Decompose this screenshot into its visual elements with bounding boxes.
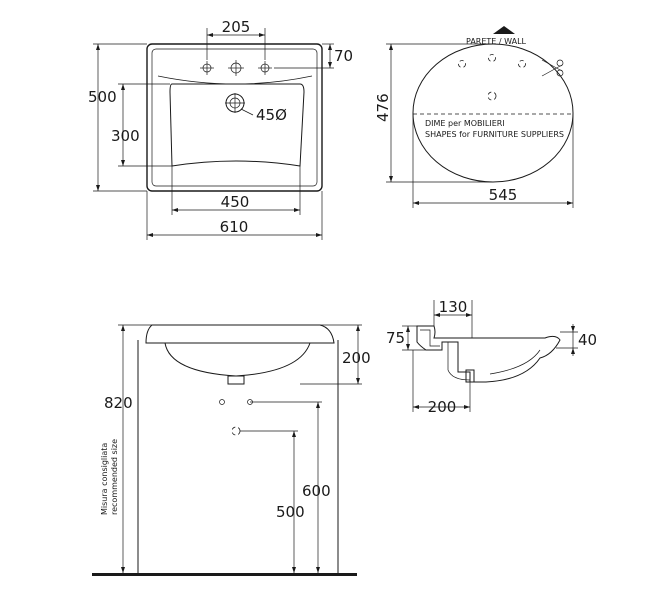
template-tap-hole-center bbox=[488, 54, 496, 62]
dim-template-height-label: 476 bbox=[374, 93, 392, 122]
dim-total-width-label: 610 bbox=[220, 218, 249, 236]
dim-template-width-label: 545 bbox=[489, 186, 518, 204]
template-tap-hole-left bbox=[458, 60, 466, 68]
dim-basin-height-label: 200 bbox=[342, 349, 371, 367]
dim-bowl-width-label: 450 bbox=[221, 193, 250, 211]
section-view: 130 75 40 200 bbox=[386, 298, 597, 416]
dim-75-label: 75 bbox=[386, 329, 405, 347]
template-label-line2: SHAPES for FURNITURE SUPPLIERS bbox=[425, 130, 564, 139]
dim-depth-total-label: 500 bbox=[88, 88, 117, 106]
template-view: PARETE / WALL DIME per MOBILIERI SHAPES … bbox=[374, 26, 574, 208]
water-supply-left bbox=[219, 399, 225, 405]
dim-drain-height-label: 500 bbox=[276, 503, 305, 521]
basin-drain-outlet bbox=[227, 375, 245, 385]
bowl-outline bbox=[169, 83, 305, 167]
basin-inner-rim bbox=[151, 48, 318, 187]
dim-total-height-label: 820 bbox=[104, 394, 133, 412]
template-label-line1: DIME per MOBILIERI bbox=[425, 119, 505, 128]
recommended-size-note-line1: Misura consigliata bbox=[100, 443, 109, 515]
dim-drain-label: 45Ø bbox=[256, 106, 287, 124]
tap-hole-center bbox=[228, 60, 244, 76]
wall-label: PARETE / WALL bbox=[466, 37, 527, 46]
basin-section-profile bbox=[416, 325, 561, 383]
template-ellipse bbox=[412, 43, 574, 183]
template-tap-hole-right bbox=[518, 60, 526, 68]
wall-arrow-icon bbox=[493, 26, 515, 34]
basin-rim-front bbox=[145, 324, 335, 344]
top-view: 45Ø 205 70 500 300 450 bbox=[88, 18, 353, 240]
scissors-icon bbox=[541, 59, 564, 77]
dim-130-label: 130 bbox=[439, 298, 468, 316]
dim-holes-spacing-label: 205 bbox=[222, 18, 251, 36]
template-drain-hole bbox=[487, 91, 497, 101]
basin-bowl-front bbox=[164, 342, 311, 377]
drain-connection bbox=[231, 426, 241, 436]
dim-bowl-depth-label: 300 bbox=[111, 127, 140, 145]
basin-outer-rim bbox=[146, 43, 323, 192]
dim-200-section-label: 200 bbox=[428, 398, 457, 416]
dim-40-label: 40 bbox=[578, 331, 597, 349]
floor bbox=[92, 573, 357, 576]
recommended-size-note-line2: recommended size bbox=[110, 439, 119, 515]
tap-hole-left bbox=[200, 61, 214, 75]
drain-hole bbox=[225, 93, 254, 116]
tap-ledge bbox=[157, 75, 313, 85]
tap-hole-right bbox=[258, 61, 272, 75]
dim-tap-height-label: 600 bbox=[302, 482, 331, 500]
front-view: 200 820 Misura consigliata recommended s… bbox=[92, 324, 371, 576]
dim-ledge-label: 70 bbox=[334, 47, 353, 65]
